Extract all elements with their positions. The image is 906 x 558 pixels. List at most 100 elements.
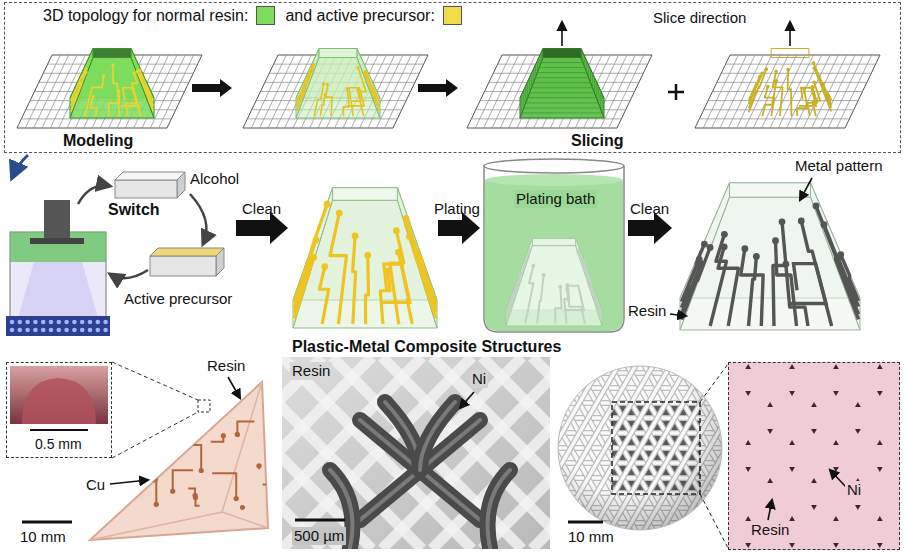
metal-trace (765, 87, 775, 117)
solution-label: Active precursor (124, 290, 232, 308)
material-label: Resin (205, 357, 247, 375)
detail-marker (198, 400, 210, 412)
pyramid-model (594, 77, 595, 92)
modeling-slicing (17, 22, 880, 128)
trace-pad (91, 95, 94, 98)
pyramid-model (527, 82, 528, 98)
metal-trace (824, 225, 858, 314)
copper-traces (235, 432, 240, 437)
metal-trace (366, 71, 380, 101)
metal-trace (409, 237, 435, 319)
plus-sign (668, 84, 684, 100)
build-head (44, 200, 70, 240)
trace-pad (326, 83, 329, 86)
resin-pyramid-edge (90, 382, 268, 540)
build-platform (713, 91, 863, 92)
led (49, 328, 54, 333)
trace-pad (324, 201, 331, 208)
led (96, 328, 101, 333)
led (88, 328, 93, 333)
build-platform (726, 64, 876, 65)
sphere-mesh (520, 550, 760, 556)
build-platform (17, 55, 202, 128)
resin-lattice (482, 357, 550, 549)
sphere-mesh (450, 269, 570, 477)
trace-pad (311, 68, 314, 71)
copper-traces (234, 496, 239, 501)
pyramid-model (520, 49, 604, 119)
zoom-photo (728, 362, 792, 550)
trace-pad (132, 72, 135, 75)
legend-swatch (443, 6, 462, 25)
metal-trace (326, 85, 332, 117)
trace-pad (741, 245, 748, 252)
pyramid-model (539, 67, 585, 68)
trace-pad (837, 251, 844, 258)
printed-part (293, 188, 437, 328)
pyramid-model (588, 65, 589, 78)
pyramid-model (532, 87, 593, 88)
tray-liquid (115, 172, 185, 180)
led (96, 320, 101, 325)
build-platform (243, 55, 428, 128)
metal-trace (525, 266, 533, 324)
zoom-photo (728, 362, 858, 550)
trace-pad (84, 67, 87, 70)
pyramid-model (584, 57, 585, 68)
pyramid-model (596, 82, 597, 98)
scale-label: 0.5 mm (33, 436, 84, 453)
metal-trace (814, 63, 832, 104)
pyramid-face (748, 49, 832, 99)
pyramid-model (533, 82, 590, 83)
led (64, 320, 69, 325)
pyramid-model (533, 69, 534, 83)
build-platform (708, 100, 858, 101)
solution-label: Alcohol (190, 170, 239, 188)
legend-swatch (256, 6, 275, 25)
trace-pad (336, 210, 343, 217)
copper-traces (180, 445, 201, 470)
trace-pad (312, 63, 315, 66)
zoom-photo (10, 366, 108, 424)
copper-traces (118, 466, 123, 471)
build-platform (695, 55, 880, 128)
metal-trace (507, 281, 520, 320)
plating-beaker (484, 159, 624, 332)
pyramid-model (602, 94, 603, 113)
metal-trace (351, 89, 361, 116)
leader-arrow (228, 377, 240, 398)
led (64, 328, 69, 333)
nickel-lattice (330, 402, 510, 548)
metal-trace (297, 65, 314, 107)
material-label: Cu (86, 476, 105, 494)
part-label: Metal pattern (795, 157, 883, 175)
plated-part (680, 183, 860, 330)
build-platform (787, 55, 822, 128)
copper-traces (145, 482, 157, 505)
metal-trace (297, 70, 313, 111)
metal-trace (366, 255, 369, 324)
pyramid-model (600, 90, 601, 108)
pyramid-model (70, 49, 154, 119)
metal-trace (366, 72, 380, 106)
led (80, 320, 85, 325)
metal-trace (294, 261, 310, 313)
pyramid-model (526, 102, 598, 103)
metal-trace (718, 247, 738, 326)
trace-pad (701, 241, 708, 248)
led (103, 328, 108, 333)
pyramid-face (520, 58, 604, 119)
pyramid-model (296, 49, 380, 119)
scale-bar (295, 519, 345, 522)
pyramid-opening (730, 183, 811, 197)
copper-traces (256, 463, 261, 468)
sphere-mesh (520, 356, 760, 360)
build-platform (17, 55, 202, 128)
copper-photo (10, 362, 273, 540)
leader-arrow (800, 178, 812, 200)
metal-trace (353, 236, 356, 324)
trace-pad (138, 69, 141, 72)
trace-pad (812, 61, 816, 65)
sphere-mesh (450, 269, 570, 477)
led (72, 328, 77, 333)
